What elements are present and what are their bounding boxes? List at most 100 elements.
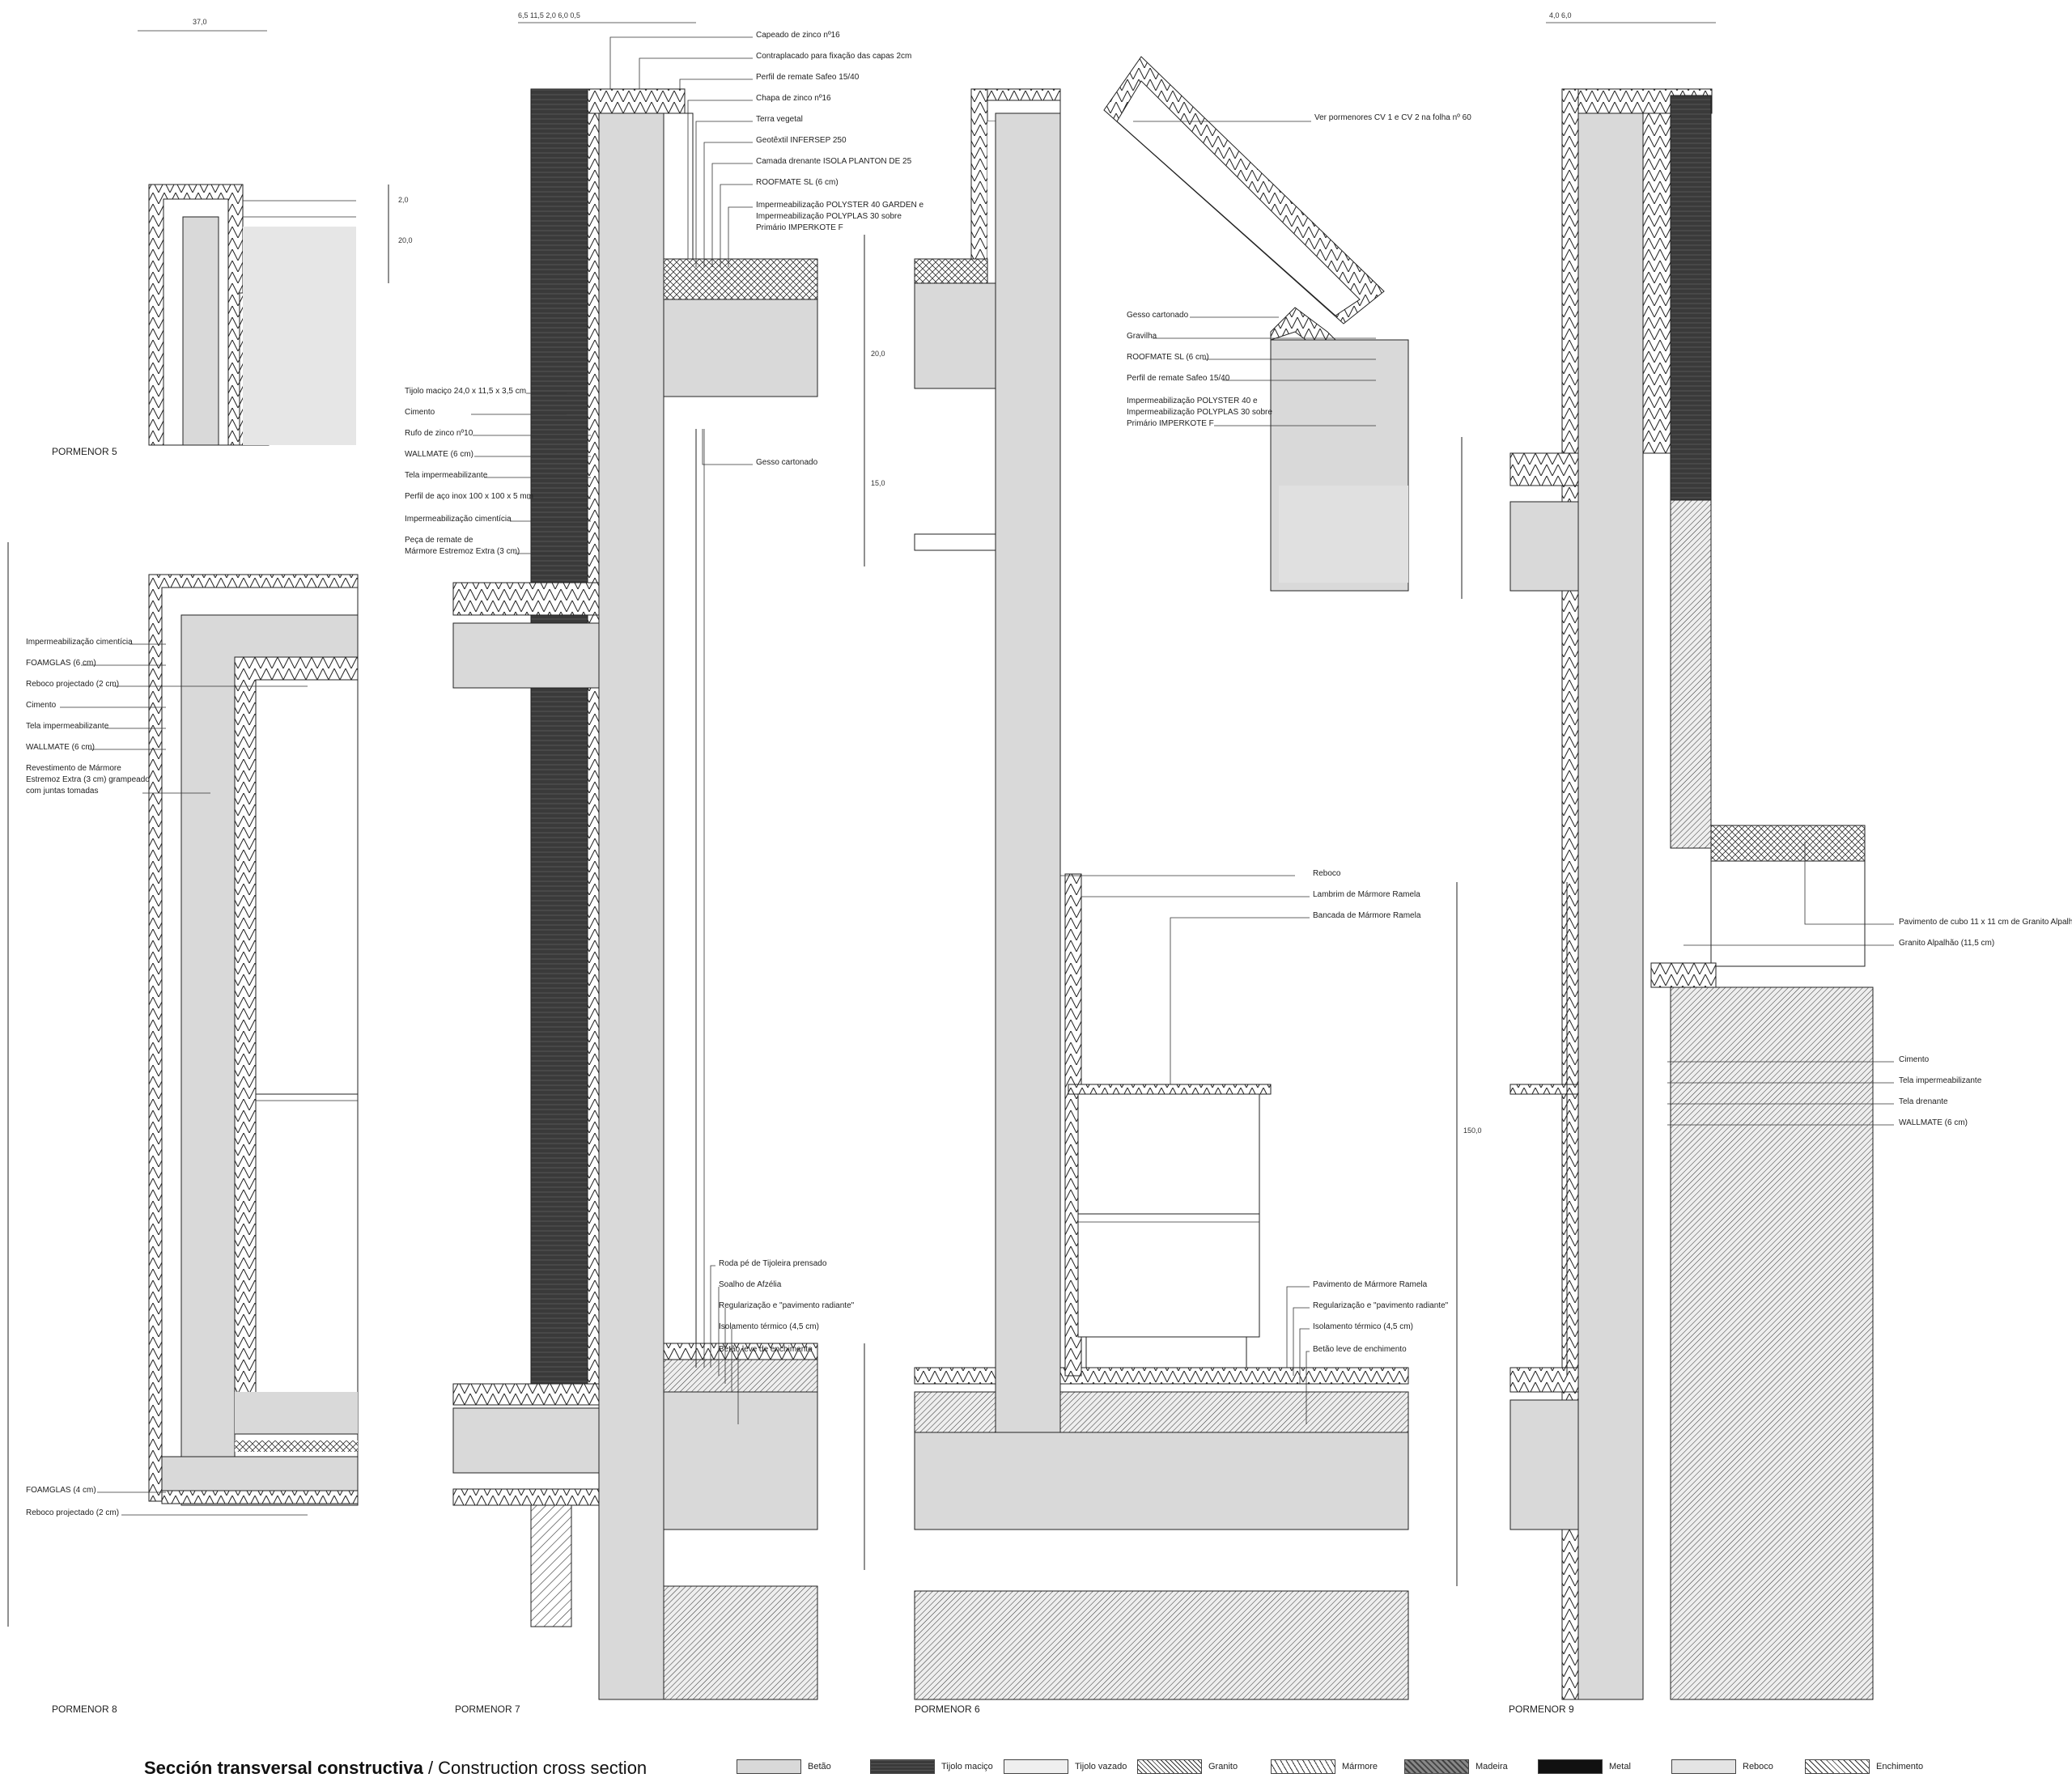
p7-roof-6: Geotêxtil INFERSEP 250 — [756, 136, 847, 145]
p6-floor-1: Pavimento de Mármore Ramela — [1313, 1280, 1428, 1289]
p8-label-1: Impermeabilização cimentícia — [26, 638, 133, 647]
p7-floor-3: Regularização e "pavimento radiante" — [719, 1301, 855, 1310]
dim-p5-a: 2,0 — [398, 196, 409, 204]
legend-swatch — [1271, 1759, 1335, 1774]
p7-roof-annotations: Capeado de zinco nº16 Contraplacado para… — [609, 31, 924, 267]
p7-wall-4: WALLMATE (6 cm) — [405, 450, 473, 459]
legend-label: Tijolo maciço — [941, 1762, 993, 1771]
detail-6: 150,0 PORMENOR 6 Ver pormenores CV 1 e C… — [914, 56, 1482, 1715]
detail-5: 2,0 20,0 PORMENOR 5 37,0 — [52, 18, 413, 457]
p6-roof-3: ROOFMATE SL (6 cm) — [1127, 353, 1209, 362]
p7-wall-3: Rufo de zinco nº10 — [405, 429, 473, 438]
p7-roof-7: Camada drenante ISOLA PLANTON DE 25 — [756, 157, 912, 166]
legend-swatch — [1004, 1759, 1068, 1774]
p8-label-9: com juntas tomadas — [26, 787, 99, 796]
p6-roof-7: Primário IMPERKOTE F — [1127, 419, 1214, 428]
legend-label: Betão — [808, 1762, 831, 1771]
dim-top-p9: 4,0 6,0 — [1549, 11, 1572, 19]
p6-floor-4: Betão leve de enchimento — [1313, 1345, 1407, 1354]
section-title-en: Construction cross section — [438, 1758, 648, 1778]
dim-p7-b: 15,0 — [871, 479, 885, 487]
p7-roof-9: Impermeabilização POLYSTER 40 GARDEN e — [756, 201, 924, 210]
p7-roof-1: Capeado de zinco nº16 — [756, 31, 840, 40]
p9-wall-1: Cimento — [1899, 1055, 1930, 1064]
detail-9-label: PORMENOR 9 — [1509, 1704, 1574, 1715]
p6-floor-3: Isolamento térmico (4,5 cm) — [1313, 1322, 1413, 1331]
p6-roof-5: Impermeabilização POLYSTER 40 e — [1127, 397, 1258, 405]
section-title-es: Sección transversal constructiva — [144, 1758, 423, 1778]
p7-roof-10: Impermeabilização POLYPLAS 30 sobre — [756, 212, 902, 221]
detail-5-label: PORMENOR 5 — [52, 446, 117, 457]
p7-roof-4: Chapa de zinco nº16 — [756, 94, 831, 103]
p7-wall-9: Mármore Estremoz Extra (3 cm) — [405, 547, 520, 556]
p7-floor-5: Betão leve de enchimento — [719, 1345, 813, 1354]
p8-label-3: Reboco projectado (2 cm) — [26, 680, 119, 689]
p6-roof-annotations: Gesso cartonado Gravilha ROOFMATE SL (6 … — [1127, 311, 1376, 428]
p9-paving-2: Granito Alpalhão (11,5 cm) — [1899, 939, 1994, 948]
dim-top-p7: 6,5 11,5 2,0 6,0 0,5 — [518, 11, 580, 19]
p8-label-5: Tela impermeabilizante — [26, 722, 109, 731]
p8-label-6: WALLMATE (6 cm) — [26, 743, 95, 752]
dim-p6-a: 150,0 — [1463, 1126, 1482, 1135]
legend-swatch — [1538, 1759, 1603, 1774]
legend-item-metal: Metal — [1538, 1758, 1631, 1776]
p7-wall-2: Cimento — [405, 408, 435, 417]
legend-label: Tijolo vazado — [1075, 1762, 1127, 1771]
p9-wall-2: Tela impermeabilizante — [1899, 1076, 1982, 1085]
p9-paving-annotations: Pavimento de cubo 11 x 11 cm de Granito … — [1684, 842, 2072, 948]
p6-kitchen-2: Lambrim de Mármore Ramela — [1313, 890, 1420, 899]
legend-item-granito: Granito — [1137, 1758, 1238, 1776]
p7-floor-1: Roda pé de Tijoleira prensado — [719, 1259, 827, 1268]
p8-label-4: Cimento — [26, 701, 57, 710]
p9-wall-4: WALLMATE (6 cm) — [1899, 1118, 1968, 1127]
legend-item-tijolo-macico: Tijolo maciço — [870, 1758, 993, 1776]
detail-8: PORMENOR 8 Impermeabilização cimentícia … — [7, 542, 359, 1715]
p7-wall-8: Peça de remate de — [405, 536, 473, 545]
legend-item-betao: Betão — [737, 1758, 831, 1776]
p6-roof-4: Perfil de remate Safeo 15/40 — [1127, 374, 1230, 383]
p6-kitchen-3: Bancada de Mármore Ramela — [1313, 911, 1421, 920]
legend-item-enchimento: Enchimento — [1805, 1758, 1923, 1776]
legend-swatch — [870, 1759, 935, 1774]
legend-item-marmore: Mármore — [1271, 1758, 1378, 1776]
p7-wall-1: Tijolo maciço 24,0 x 11,5 x 3,5 cm — [405, 387, 526, 396]
p8-label-bottom-2: Reboco projectado (2 cm) — [26, 1508, 119, 1517]
p6-kitchen-annotations: Reboco Lambrim de Mármore Ramela Bancada… — [1081, 869, 1421, 1084]
p6-floor-2: Regularização e "pavimento radiante" — [1313, 1301, 1449, 1310]
p6-floor-annotations: Pavimento de Mármore Ramela Regularizaçã… — [1286, 1280, 1449, 1424]
legend-swatch — [1671, 1759, 1736, 1774]
legend-swatch — [1404, 1759, 1469, 1774]
p8-label-8: Estremoz Extra (3 cm) grampeado — [26, 775, 150, 784]
p7-ceiling-label: Gesso cartonado — [756, 458, 818, 467]
p7-roof-3: Perfil de remate Safeo 15/40 — [756, 73, 860, 82]
legend-swatch — [1137, 1759, 1202, 1774]
legend-item-madeira: Madeira — [1404, 1758, 1508, 1776]
p7-wall-annotations: Tijolo maciço 24,0 x 11,5 x 3,5 cm Cimen… — [405, 387, 591, 556]
p7-roof-2: Contraplacado para fixação das capas 2cm — [756, 52, 911, 61]
p8-label-bottom-1: FOAMGLAS (4 cm) — [26, 1486, 96, 1495]
legend-label: Reboco — [1743, 1762, 1773, 1771]
p9-wall-3: Tela drenante — [1899, 1097, 1948, 1106]
p8-label-7: Revestimento de Mármore — [26, 764, 121, 773]
p7-floor-2: Soalho de Afzélia — [719, 1280, 782, 1289]
dim-p7-a: 20,0 — [871, 350, 885, 358]
legend-swatch — [1805, 1759, 1870, 1774]
p9-paving-1: Pavimento de cubo 11 x 11 cm de Granito … — [1899, 918, 2072, 927]
detail-8-label: PORMENOR 8 — [52, 1704, 117, 1715]
p7-wall-6: Perfil de aço inox 100 x 100 x 5 mm — [405, 492, 533, 501]
p6-skylight-label: Ver pormenores CV 1 e CV 2 na folha nº 6… — [1314, 113, 1471, 122]
legend-label: Enchimento — [1876, 1762, 1924, 1771]
detail-7-label: PORMENOR 7 — [455, 1704, 520, 1715]
p9-wall-annotations: Cimento Tela impermeabilizante Tela dren… — [1667, 1055, 1982, 1127]
p6-roof-2: Gravilha — [1127, 332, 1157, 341]
legend-label: Metal — [1609, 1762, 1631, 1771]
legend-label: Mármore — [1342, 1762, 1378, 1771]
material-legend: Betão Tijolo maciço Tijolo vazado Granit… — [737, 1758, 2032, 1777]
legend-swatch — [737, 1759, 801, 1774]
p7-wall-7: Impermeabilização cimentícia — [405, 515, 512, 524]
p7-floor-annotations: Roda pé de Tijoleira prensado Soalho de … — [710, 1259, 855, 1424]
detail-7: PORMENOR 7 6,5 11,5 2,0 6,0 0,5 20,0 15,… — [405, 11, 924, 1715]
p7-roof-5: Terra vegetal — [756, 115, 803, 124]
p7-roof-11: Primário IMPERKOTE F — [756, 223, 843, 232]
